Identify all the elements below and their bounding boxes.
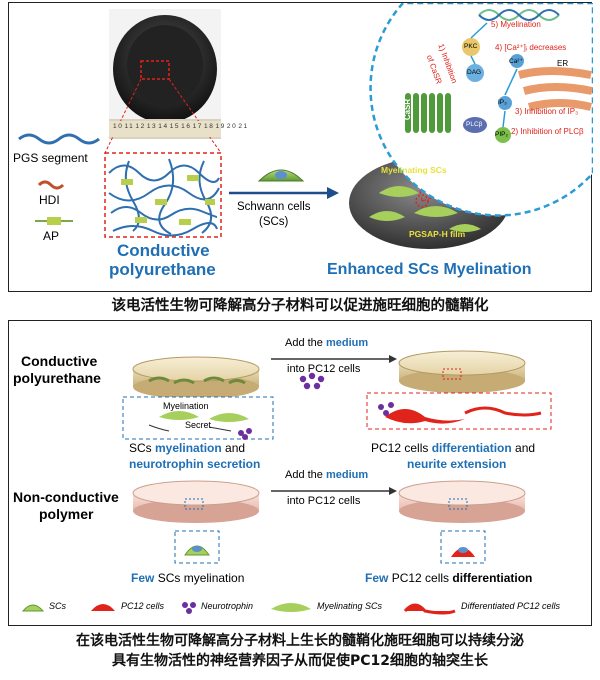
legend-neurotrophin-label: Neurotrophin: [201, 601, 254, 611]
ruler-label: 19: [215, 123, 226, 130]
inhibition-plcb-label: 2) Inhibition of PLCβ: [511, 127, 584, 136]
schwann-cell-icon: [257, 169, 305, 182]
film-photo: [109, 9, 221, 139]
add-the-text-2: Add the: [285, 469, 323, 481]
schwann-cells-label-2: (SCs): [259, 216, 289, 228]
ruler-label: 13: [146, 123, 158, 130]
neurotrophin-dots: [299, 372, 325, 390]
ip3-label: IP₃: [498, 99, 507, 106]
into-pc12-label-2: into PC12 cells: [287, 495, 361, 507]
ruler: [109, 121, 221, 137]
add-medium-label-2: Add the medium: [285, 469, 368, 481]
casr-label: CaSR: [403, 98, 413, 121]
pip2-label: PIP₂: [495, 131, 508, 138]
conductive-dish-pc12: [398, 350, 526, 393]
bottom-panel: Conductive polyurethane Add the medium i…: [8, 320, 592, 626]
few-scs-caption: Few SCs myelination: [131, 571, 244, 585]
inhibition-ip3-label: 3) Inhibition of IP₃: [515, 107, 579, 116]
pgsap-film-label: PGSAP-H film: [409, 229, 466, 239]
pc12-differentiation-caption: PC12 cells differentiation and: [371, 441, 535, 455]
legend-scs-label: SCs: [49, 601, 67, 611]
er-label: ER: [557, 59, 569, 68]
caption-bottom-1: 在该电活性生物可降解高分子材料上生长的髓鞘化施旺细胞可以持续分泌: [76, 633, 524, 649]
few-pc12-caption: Few PC12 cells differentiation: [365, 571, 532, 585]
differentiation-text: differentiation: [431, 441, 512, 455]
ca-decrease-label: 4) [Ca²⁺]ᵢ decreases: [495, 43, 567, 52]
and-text: and: [225, 441, 246, 455]
ruler-label: 18: [204, 123, 215, 130]
myelination-inset-label: Myelination: [163, 401, 209, 411]
enhanced-myelination-title: Enhanced SCs Myelination: [327, 261, 532, 278]
hdi-icon: [37, 180, 65, 190]
pgs-segment-label: PGS segment: [13, 151, 88, 165]
dag-label: DAG: [467, 69, 482, 76]
legend-neurotrophin-icon: [182, 602, 196, 614]
ap-label: AP: [43, 229, 60, 243]
caption-top: 该电活性生物可降解高分子材料可以促进施旺细胞的髓鞘化: [111, 298, 489, 314]
top-panel-graphics: [18, 3, 593, 249]
few-differentiation-text: differentiation: [452, 571, 533, 585]
scs-myelination-caption: SCs myelination and: [129, 441, 245, 455]
legend-pc12-label: PC12 cells: [121, 601, 165, 611]
pkc-label: PKC: [464, 43, 478, 50]
medium-text: medium: [325, 337, 369, 349]
ruler-label: 14: [158, 123, 169, 130]
plcb-label: PLCβ: [466, 121, 483, 128]
ruler-label: 16: [181, 123, 192, 130]
ruler-label: 15: [169, 123, 181, 130]
nonconductive-dish-scs: [132, 480, 260, 523]
hdi-label: HDI: [39, 193, 60, 207]
conductive-title-2: polyurethane: [13, 370, 101, 386]
pc12-text: PC12 cells: [371, 441, 429, 455]
add-the-text: Add the: [285, 337, 323, 349]
pgs-segment-icon: [18, 133, 100, 145]
legend-scs-icon: [21, 604, 45, 612]
ruler-label: 11: [124, 123, 135, 130]
conductive-dish-scs: [132, 356, 260, 399]
ruler-label: 20: [226, 123, 238, 130]
conductive-title-1: Conductive: [21, 353, 98, 369]
casr-receptor: [405, 93, 451, 133]
ca-ion-label: Ca²⁺: [509, 58, 523, 65]
caption-bottom-2: 具有生物活性的神经营养因子从而促使PC12细胞的轴突生长: [111, 653, 489, 669]
into-pc12-label-1: into PC12 cells: [287, 363, 361, 375]
conductive-polyurethane-title-1: Conductive: [117, 241, 210, 260]
legend-pc12-icon: [91, 604, 115, 611]
neurotrophin-secretion-caption: neurotrophin secretion: [129, 457, 261, 471]
er-organelle: [517, 67, 593, 111]
few-scs-text: SCs myelination: [157, 571, 245, 585]
polymer-network: [104, 152, 222, 238]
myelinating-scs-film-label: Myelinating SCs: [381, 165, 447, 175]
nonconductive-dish-pc12: [398, 480, 526, 523]
add-medium-label-1: Add the medium: [285, 337, 368, 349]
bottom-panel-graphics: [21, 350, 552, 615]
nonconductive-title-2: polymer: [39, 506, 94, 522]
few-text: Few: [131, 571, 155, 585]
ruler-label: 12: [135, 123, 146, 130]
ap-icon: [35, 217, 73, 225]
ruler-labels: 101112131415161718192021: [113, 123, 250, 130]
myelination-text: myelination: [155, 441, 222, 455]
top-panel: 101112131415161718192021 PGS segment HDI…: [8, 2, 593, 292]
few-text-2: Few: [365, 571, 389, 585]
few-pc12-text: PC12 cells: [391, 571, 450, 585]
secret-inset-label: Secret: [185, 420, 212, 430]
legend-differentiated-pc12-icon: [403, 603, 456, 615]
signaling-pathway: [369, 3, 593, 217]
scs-text: SCs: [129, 441, 152, 455]
ruler-label: 21: [238, 123, 249, 130]
and-text-2: and: [515, 441, 536, 455]
legend-myelinating-scs-label: Myelinating SCs: [317, 601, 383, 611]
conductive-polyurethane-title-2: polyurethane: [109, 260, 216, 279]
medium-text-2: medium: [325, 469, 369, 481]
ruler-label: 17: [192, 123, 204, 130]
legend-differentiated-pc12-label: Differentiated PC12 cells: [461, 601, 561, 611]
schwann-cells-label-1: Schwann cells: [237, 201, 311, 213]
nonconductive-title-1: Non-conductive: [13, 489, 119, 505]
myelination-step-label: 5) Myelination: [491, 20, 541, 29]
ruler-label: 10: [113, 123, 124, 130]
neurite-extension-caption: neurite extension: [407, 457, 507, 471]
legend-myelinating-scs-icon: [271, 603, 311, 612]
